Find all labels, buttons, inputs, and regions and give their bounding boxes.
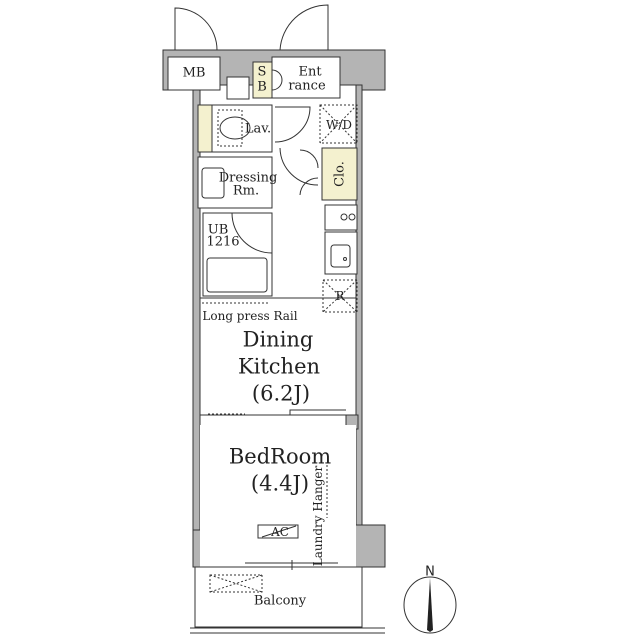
label-laundry-hanger: Laundry Hanger (311, 465, 325, 567)
door-mb (174, 7, 218, 51)
label-sb-1: S (257, 64, 267, 80)
door-entrance (279, 4, 329, 51)
outdoor-unit (209, 574, 263, 593)
door-lav (274, 106, 311, 143)
compass-needle (427, 578, 433, 632)
label-wd: W/D (326, 118, 352, 132)
label-closet: Clo. (332, 161, 348, 187)
label-dressing-1: Dressing (218, 170, 278, 186)
label-sb-2: B (257, 79, 267, 95)
small-box (226, 76, 250, 100)
label-balcony: Balcony (253, 593, 307, 609)
label-fridge: R (335, 289, 345, 303)
window-bedroom (245, 560, 338, 570)
sb-cabinet (252, 61, 273, 99)
main-room (199, 297, 357, 416)
label-dining-size: (6.2J) (251, 381, 311, 406)
label-ac: AC (271, 525, 289, 539)
mb-box (167, 56, 221, 91)
label-dining-1: Dining (242, 327, 314, 352)
label-ub-1: UB (207, 222, 229, 238)
washer-space (319, 104, 358, 144)
door-hall (279, 147, 319, 196)
toilet (219, 116, 251, 140)
lav-sink (197, 104, 213, 153)
balcony-area (194, 566, 363, 628)
label-dressing-2: Rm. (232, 183, 260, 199)
sink-basin (330, 244, 351, 268)
label-ub-2: 1216 (206, 234, 240, 250)
door-ub (231, 212, 273, 254)
label-entrance-2: rance (288, 78, 326, 94)
compass-north-label: N (425, 564, 435, 580)
label-bedroom-size: (4.4J) (250, 471, 310, 496)
compass-circle (403, 576, 457, 634)
partition (200, 409, 356, 416)
door-sb (271, 69, 283, 91)
long-press-rail-line (202, 302, 270, 415)
label-entrance-1: Ent (298, 64, 322, 80)
closet (321, 147, 358, 201)
label-mb: MB (182, 65, 206, 81)
label-bedroom: BedRoom (228, 444, 332, 469)
dressing-basin (201, 167, 225, 199)
label-dining-2: Kitchen (237, 354, 321, 379)
bathtub (206, 257, 268, 293)
label-long-press-rail: Long press Rail (202, 309, 298, 323)
balcony-rail (190, 627, 385, 634)
fridge-space (322, 279, 358, 313)
label-lav: Lav. (244, 121, 272, 137)
bedroom-room (200, 425, 356, 567)
